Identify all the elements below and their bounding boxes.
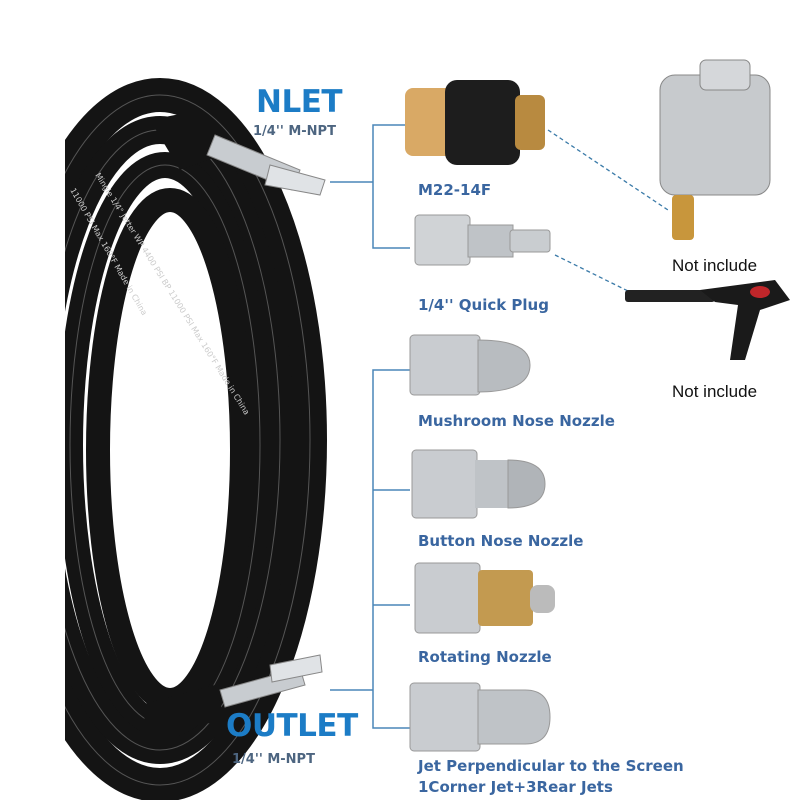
item-label-button-nozzle: Button Nose Nozzle	[418, 532, 584, 550]
item-label-rotating-nozzle: Rotating Nozzle	[418, 648, 552, 666]
outlet-fitting	[140, 654, 323, 735]
quick-plug	[414, 214, 551, 266]
mushroom-nozzle	[409, 334, 531, 396]
outlet-title: OUTLET	[226, 708, 358, 744]
inlet-title: NLET	[256, 84, 343, 120]
item-label-mushroom-nozzle: Mushroom Nose Nozzle	[418, 412, 615, 430]
rotating-nozzle	[414, 562, 555, 634]
not-include-gun: Not include	[672, 382, 758, 401]
button-nozzle	[411, 449, 546, 519]
item-label-m22-14f: M22-14F	[418, 181, 492, 199]
outlet-spec: 1/4'' M-NPT	[232, 752, 315, 767]
inlet-spec: 1/4'' M-NPT	[253, 124, 336, 139]
spray-gun	[625, 280, 790, 360]
bracket-lines	[330, 124, 410, 729]
jet-nozzle	[409, 682, 551, 752]
item-label-jet-nozzle: Jet Perpendicular to the Screen	[418, 757, 684, 775]
dashed-lines	[547, 129, 669, 293]
m22-14f-fitting	[405, 80, 545, 165]
inlet-fitting	[150, 110, 326, 196]
pressure-washer-pump	[659, 59, 771, 240]
item-label-jet-nozzle-detail: 1Corner Jet+3Rear Jets	[418, 778, 613, 796]
item-label-quick-plug: 1/4'' Quick Plug	[418, 296, 549, 314]
not-include-pump: Not include	[672, 256, 758, 275]
